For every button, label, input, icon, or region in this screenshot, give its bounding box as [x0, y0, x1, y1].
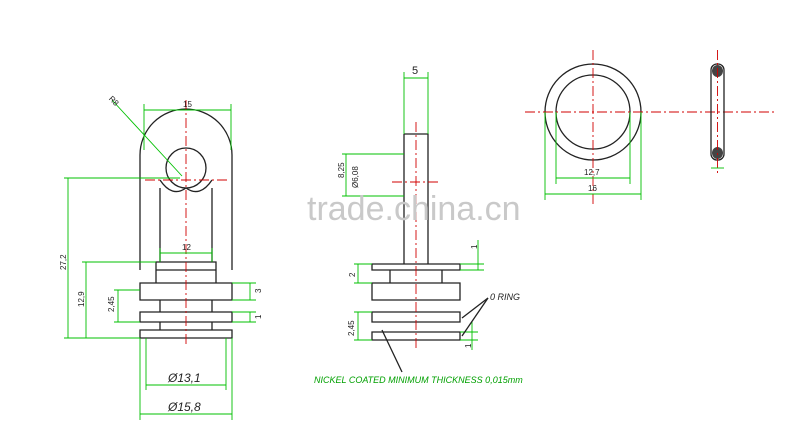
note-leader: [381, 329, 403, 373]
watermark: trade.china.cn: [307, 190, 521, 228]
left-radius-label: R8: [107, 94, 121, 108]
left-groove-label: 2,45: [107, 296, 116, 312]
left-eye-inner: [159, 179, 213, 193]
ring-outer-dim-label: 16: [588, 184, 597, 193]
oring-leader-1: [461, 297, 489, 319]
middle-dim2-label: 2: [348, 272, 357, 277]
left-width-label: 15: [183, 100, 192, 109]
oring-leader-2: [461, 297, 489, 337]
left-lower-height-label: 12,9: [77, 291, 86, 307]
middle-608-label: Ø6,08: [351, 166, 360, 188]
left-radius-leader: [111, 99, 183, 177]
middle-width-label: 5: [412, 65, 418, 77]
left-height-label: 27,2: [59, 254, 68, 270]
right-view: 12,7 16: [525, 50, 775, 205]
left-view: R8 15 27,2 12,9 2,45 12 3 1: [59, 94, 263, 420]
middle-825-label: 8,25: [337, 162, 346, 178]
left-side1-label: 1: [254, 314, 263, 319]
middle-245-label: 2,45: [347, 320, 356, 336]
oring-label: 0 RING: [490, 292, 520, 302]
left-dia-outer-label: Ø15,8: [167, 400, 201, 414]
ring-inner-dim-label: 12,7: [584, 168, 600, 177]
middle-dim1b-label: 1: [464, 343, 473, 348]
middle-dim1-label: 1: [470, 244, 479, 249]
nickel-note: NICKEL COATED MINIMUM THICKNESS 0,015mm: [314, 375, 523, 385]
middle-view: 5 8,25 Ø6,08 1 2 2,45 1 0 RING NICKEL CO…: [314, 65, 523, 385]
left-side3-label: 3: [254, 288, 263, 293]
left-dia-inner-label: Ø13,1: [167, 371, 201, 385]
left-neck-label: 12: [182, 243, 191, 252]
